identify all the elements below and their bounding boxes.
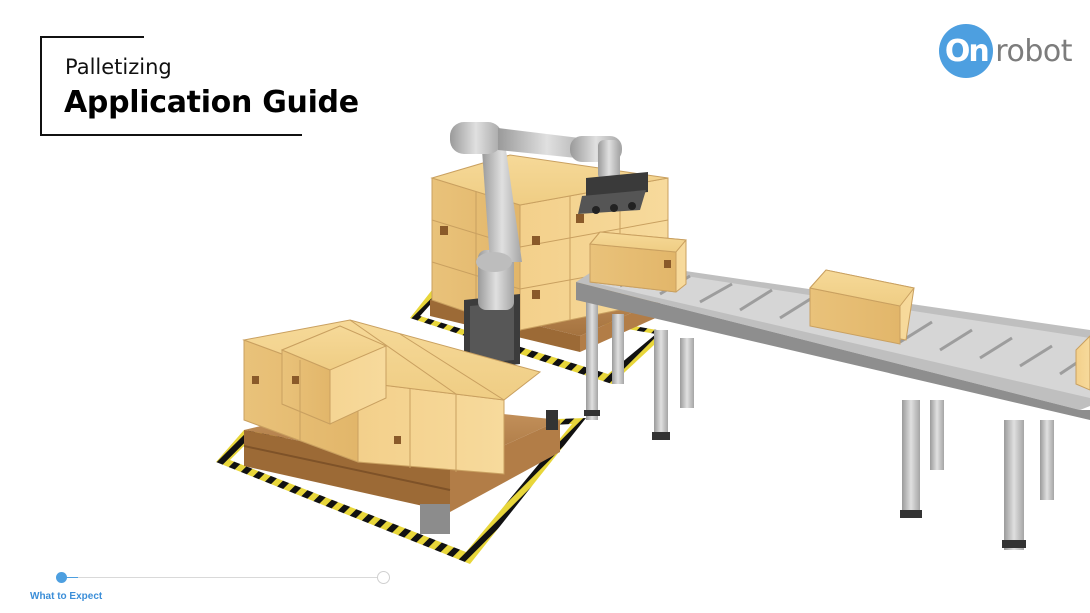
chapter-progress[interactable]: What to Expect	[28, 568, 398, 608]
title-block: Palletizing Application Guide	[40, 36, 359, 136]
progress-track[interactable]	[62, 577, 378, 578]
box-icon	[589, 231, 687, 293]
progress-end-marker[interactable]	[377, 571, 390, 584]
front-box-stack	[242, 319, 542, 475]
progress-fill	[62, 577, 78, 578]
logo-text: robot	[995, 33, 1072, 69]
chapter-label[interactable]: What to Expect	[30, 591, 103, 602]
progress-handle[interactable]	[56, 572, 67, 583]
robot-arm-icon	[450, 122, 648, 370]
logo-mark: On	[939, 24, 994, 78]
onrobot-logo: On robot	[939, 24, 1072, 78]
conveyor-box	[809, 269, 915, 345]
title-frame-bottom	[40, 134, 302, 136]
title-frame-top	[40, 36, 144, 38]
title-frame-left	[40, 36, 42, 136]
conveyor-box-edge	[1075, 335, 1090, 391]
page-title: Application Guide	[64, 85, 359, 120]
page-subtitle: Palletizing	[65, 55, 172, 79]
